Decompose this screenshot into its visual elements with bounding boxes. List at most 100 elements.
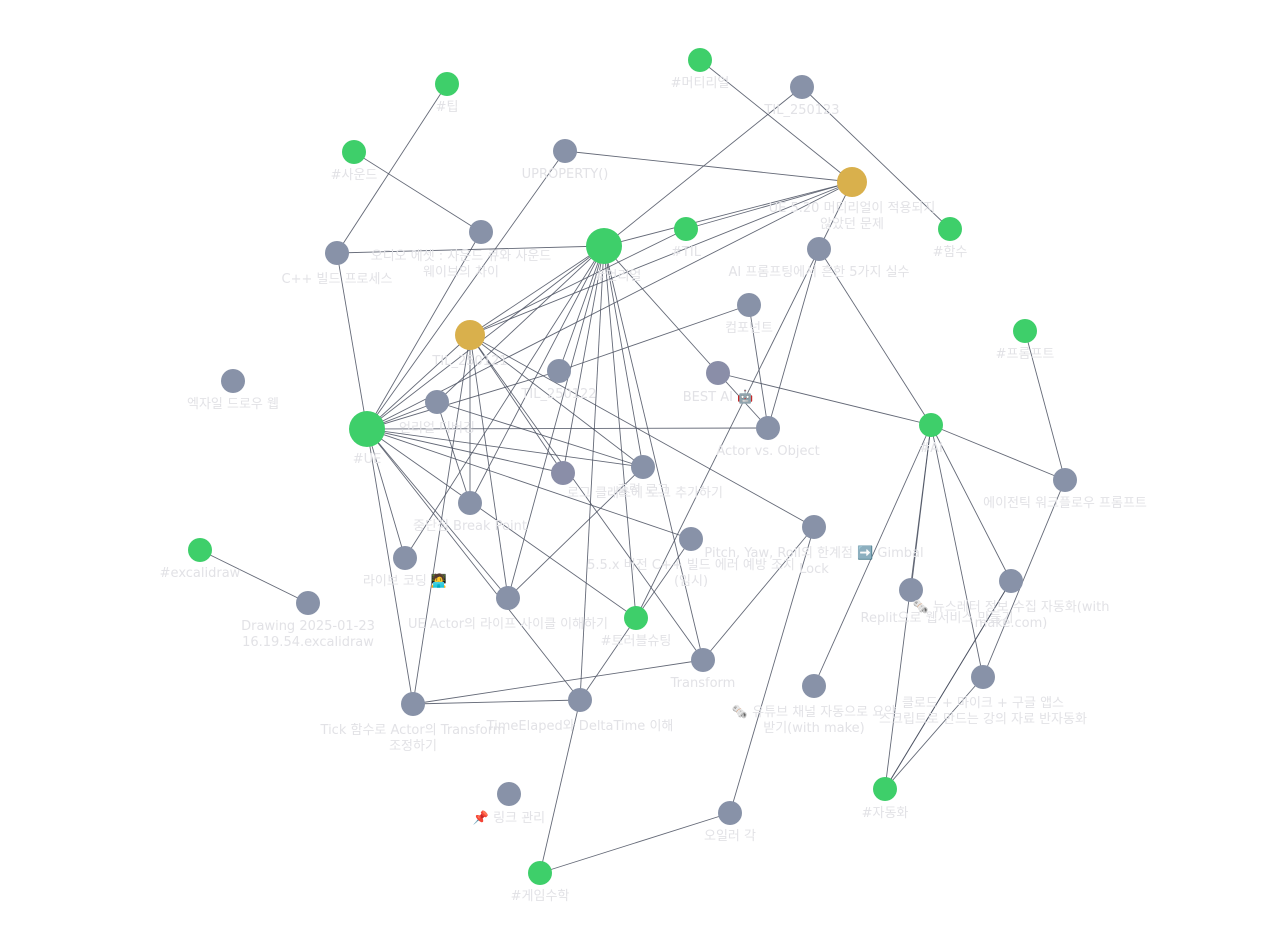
node-tag-til[interactable]: #TIL: [671, 217, 702, 260]
node-circle-claude-google[interactable]: [971, 665, 995, 689]
node-tag-unreal[interactable]: #언리얼: [586, 228, 641, 284]
node-log-class[interactable]: 로그 클래스에 로그 추가하기: [551, 461, 723, 501]
node-time-elapsed[interactable]: TimeElaped와 DeltaTime 이해: [486, 688, 674, 734]
node-circle-til-focus[interactable]: [455, 320, 485, 350]
node-tag-ue[interactable]: #UE: [349, 411, 385, 467]
node-actor-vs-object[interactable]: Actor vs. Object: [716, 416, 820, 459]
node-circle-cpp-build[interactable]: [325, 241, 349, 265]
node-tag-automation[interactable]: #자동화: [862, 777, 909, 821]
node-link-manage[interactable]: 📌 링크 관리: [473, 782, 545, 826]
node-circle-excalidraw-web[interactable]: [221, 369, 245, 393]
node-circle-audio-asset[interactable]: [469, 220, 493, 244]
node-uproperty[interactable]: UPROPERTY(): [522, 139, 609, 182]
node-tag-tip[interactable]: #팁: [435, 72, 459, 115]
node-ai-prompt-mistakes[interactable]: AI 프롬프팅에서 흔한 5가지 실수: [728, 237, 910, 280]
node-output-log[interactable]: 출력 로그: [617, 455, 669, 498]
node-euler-angle[interactable]: 오일러 각: [704, 801, 756, 844]
node-circle-youtube-summary[interactable]: [802, 674, 826, 698]
node-tag-excalidraw[interactable]: #excalidraw: [160, 538, 241, 581]
node-circle-cpp-build-error[interactable]: [679, 527, 703, 551]
node-circle-tag-function[interactable]: [938, 217, 962, 241]
edge-pitch-yaw-roll-transform: [702, 526, 815, 661]
node-label-til-focus: TIL_250121: [431, 354, 507, 369]
node-circle-ai-prompt-mistakes[interactable]: [807, 237, 831, 261]
node-tag-function[interactable]: #함수: [933, 217, 968, 260]
node-circle-tag-prompt[interactable]: [1013, 319, 1037, 343]
edge-tag-unreal-output-log: [603, 245, 644, 468]
node-circle-agentic-workflow[interactable]: [1053, 468, 1077, 492]
node-til-250123[interactable]: TIL_250123: [763, 75, 840, 118]
node-tag-sound[interactable]: #사운드: [331, 140, 378, 183]
node-circle-tag-metarial[interactable]: [688, 48, 712, 72]
node-circle-tick-actor[interactable]: [401, 692, 425, 716]
node-circle-tag-excalidraw[interactable]: [188, 538, 212, 562]
node-label-live-coding: 라이브 코딩 🧑‍💻: [363, 572, 447, 589]
node-circle-tag-tip[interactable]: [435, 72, 459, 96]
node-circle-ue-actor-lifecycle[interactable]: [496, 586, 520, 610]
node-agentic-workflow[interactable]: 에이전틱 워크플로우 프롬프트: [983, 468, 1147, 511]
node-circle-link-manage[interactable]: [497, 782, 521, 806]
node-label-tag-prompt: #프롬프트: [996, 347, 1055, 362]
node-best-ai[interactable]: BEST AI 🤖: [683, 361, 754, 405]
node-circle-component[interactable]: [737, 293, 761, 317]
node-circle-tag-automation[interactable]: [873, 777, 897, 801]
node-circle-tag-ue[interactable]: [349, 411, 385, 447]
node-circle-actor-vs-object[interactable]: [756, 416, 780, 440]
node-label-cpp-build-error: 5.5.x 버전 C++ 빌드 에러 예방 조치(임시): [587, 558, 795, 589]
node-replit[interactable]: Replit으로 웹서비스 만들기: [861, 578, 1014, 626]
node-circle-ue520-material[interactable]: [837, 167, 867, 197]
node-circle-euler-angle[interactable]: [718, 801, 742, 825]
node-circle-pitch-yaw-roll[interactable]: [802, 515, 826, 539]
node-circle-drawing-2025[interactable]: [296, 591, 320, 615]
node-circle-tag-gamemath[interactable]: [528, 861, 552, 885]
node-circle-time-elapsed[interactable]: [568, 688, 592, 712]
node-ue-actor-lifecycle[interactable]: UE Actor의 라이프 사이클 이해하기: [408, 586, 608, 632]
node-circle-output-log[interactable]: [631, 455, 655, 479]
edge-til-focus-tick-actor: [412, 334, 471, 705]
node-excalidraw-web[interactable]: 엑자일 드로우 웹: [187, 369, 279, 412]
node-circle-transform[interactable]: [691, 648, 715, 672]
node-circle-live-coding[interactable]: [393, 546, 417, 570]
node-live-coding[interactable]: 라이브 코딩 🧑‍💻: [363, 546, 447, 589]
node-circle-tag-ai[interactable]: [919, 413, 943, 437]
edge-tag-unreal-time-elapsed: [579, 245, 605, 701]
node-circle-uproperty[interactable]: [553, 139, 577, 163]
node-circle-best-ai[interactable]: [706, 361, 730, 385]
node-circle-news-auto[interactable]: [999, 569, 1023, 593]
node-circle-unreal-output[interactable]: [425, 390, 449, 414]
node-circle-til-250123[interactable]: [790, 75, 814, 99]
edge-tag-metarial-ue520-material: [699, 59, 853, 183]
edge-best-ai-actor-vs-object: [717, 372, 769, 429]
node-unreal-output[interactable]: 언리얼 디버깅: [399, 390, 475, 436]
node-tag-troubleshoot[interactable]: #트러블슈팅: [601, 606, 672, 649]
node-debug-breakpoint[interactable]: 중단점 Break Point: [413, 491, 527, 534]
node-circle-tag-troubleshoot[interactable]: [624, 606, 648, 630]
node-til-focus[interactable]: TIL_250121: [431, 320, 508, 369]
node-til-mid[interactable]: TIL_250122: [520, 359, 597, 402]
node-transform[interactable]: Transform: [670, 648, 736, 691]
node-component[interactable]: 컴포넌트: [725, 293, 773, 336]
node-circle-til-mid[interactable]: [547, 359, 571, 383]
node-cpp-build[interactable]: C++ 빌드 프로세스: [282, 241, 393, 287]
node-tag-metarial[interactable]: #머티리얼: [671, 48, 730, 91]
node-circle-debug-breakpoint[interactable]: [458, 491, 482, 515]
node-circle-tag-til[interactable]: [674, 217, 698, 241]
node-tag-ai[interactable]: #AI: [919, 413, 943, 456]
node-circle-log-class[interactable]: [551, 461, 575, 485]
node-cpp-build-error[interactable]: 5.5.x 버전 C++ 빌드 에러 예방 조치(임시): [587, 527, 795, 589]
node-tag-prompt[interactable]: #프롬프트: [996, 319, 1055, 362]
node-circle-tag-sound[interactable]: [342, 140, 366, 164]
node-tag-gamemath[interactable]: #게임수학: [511, 861, 570, 904]
node-label-tag-automation: #자동화: [862, 806, 909, 821]
node-circle-replit[interactable]: [899, 578, 923, 602]
node-circle-tag-unreal[interactable]: [586, 228, 622, 264]
